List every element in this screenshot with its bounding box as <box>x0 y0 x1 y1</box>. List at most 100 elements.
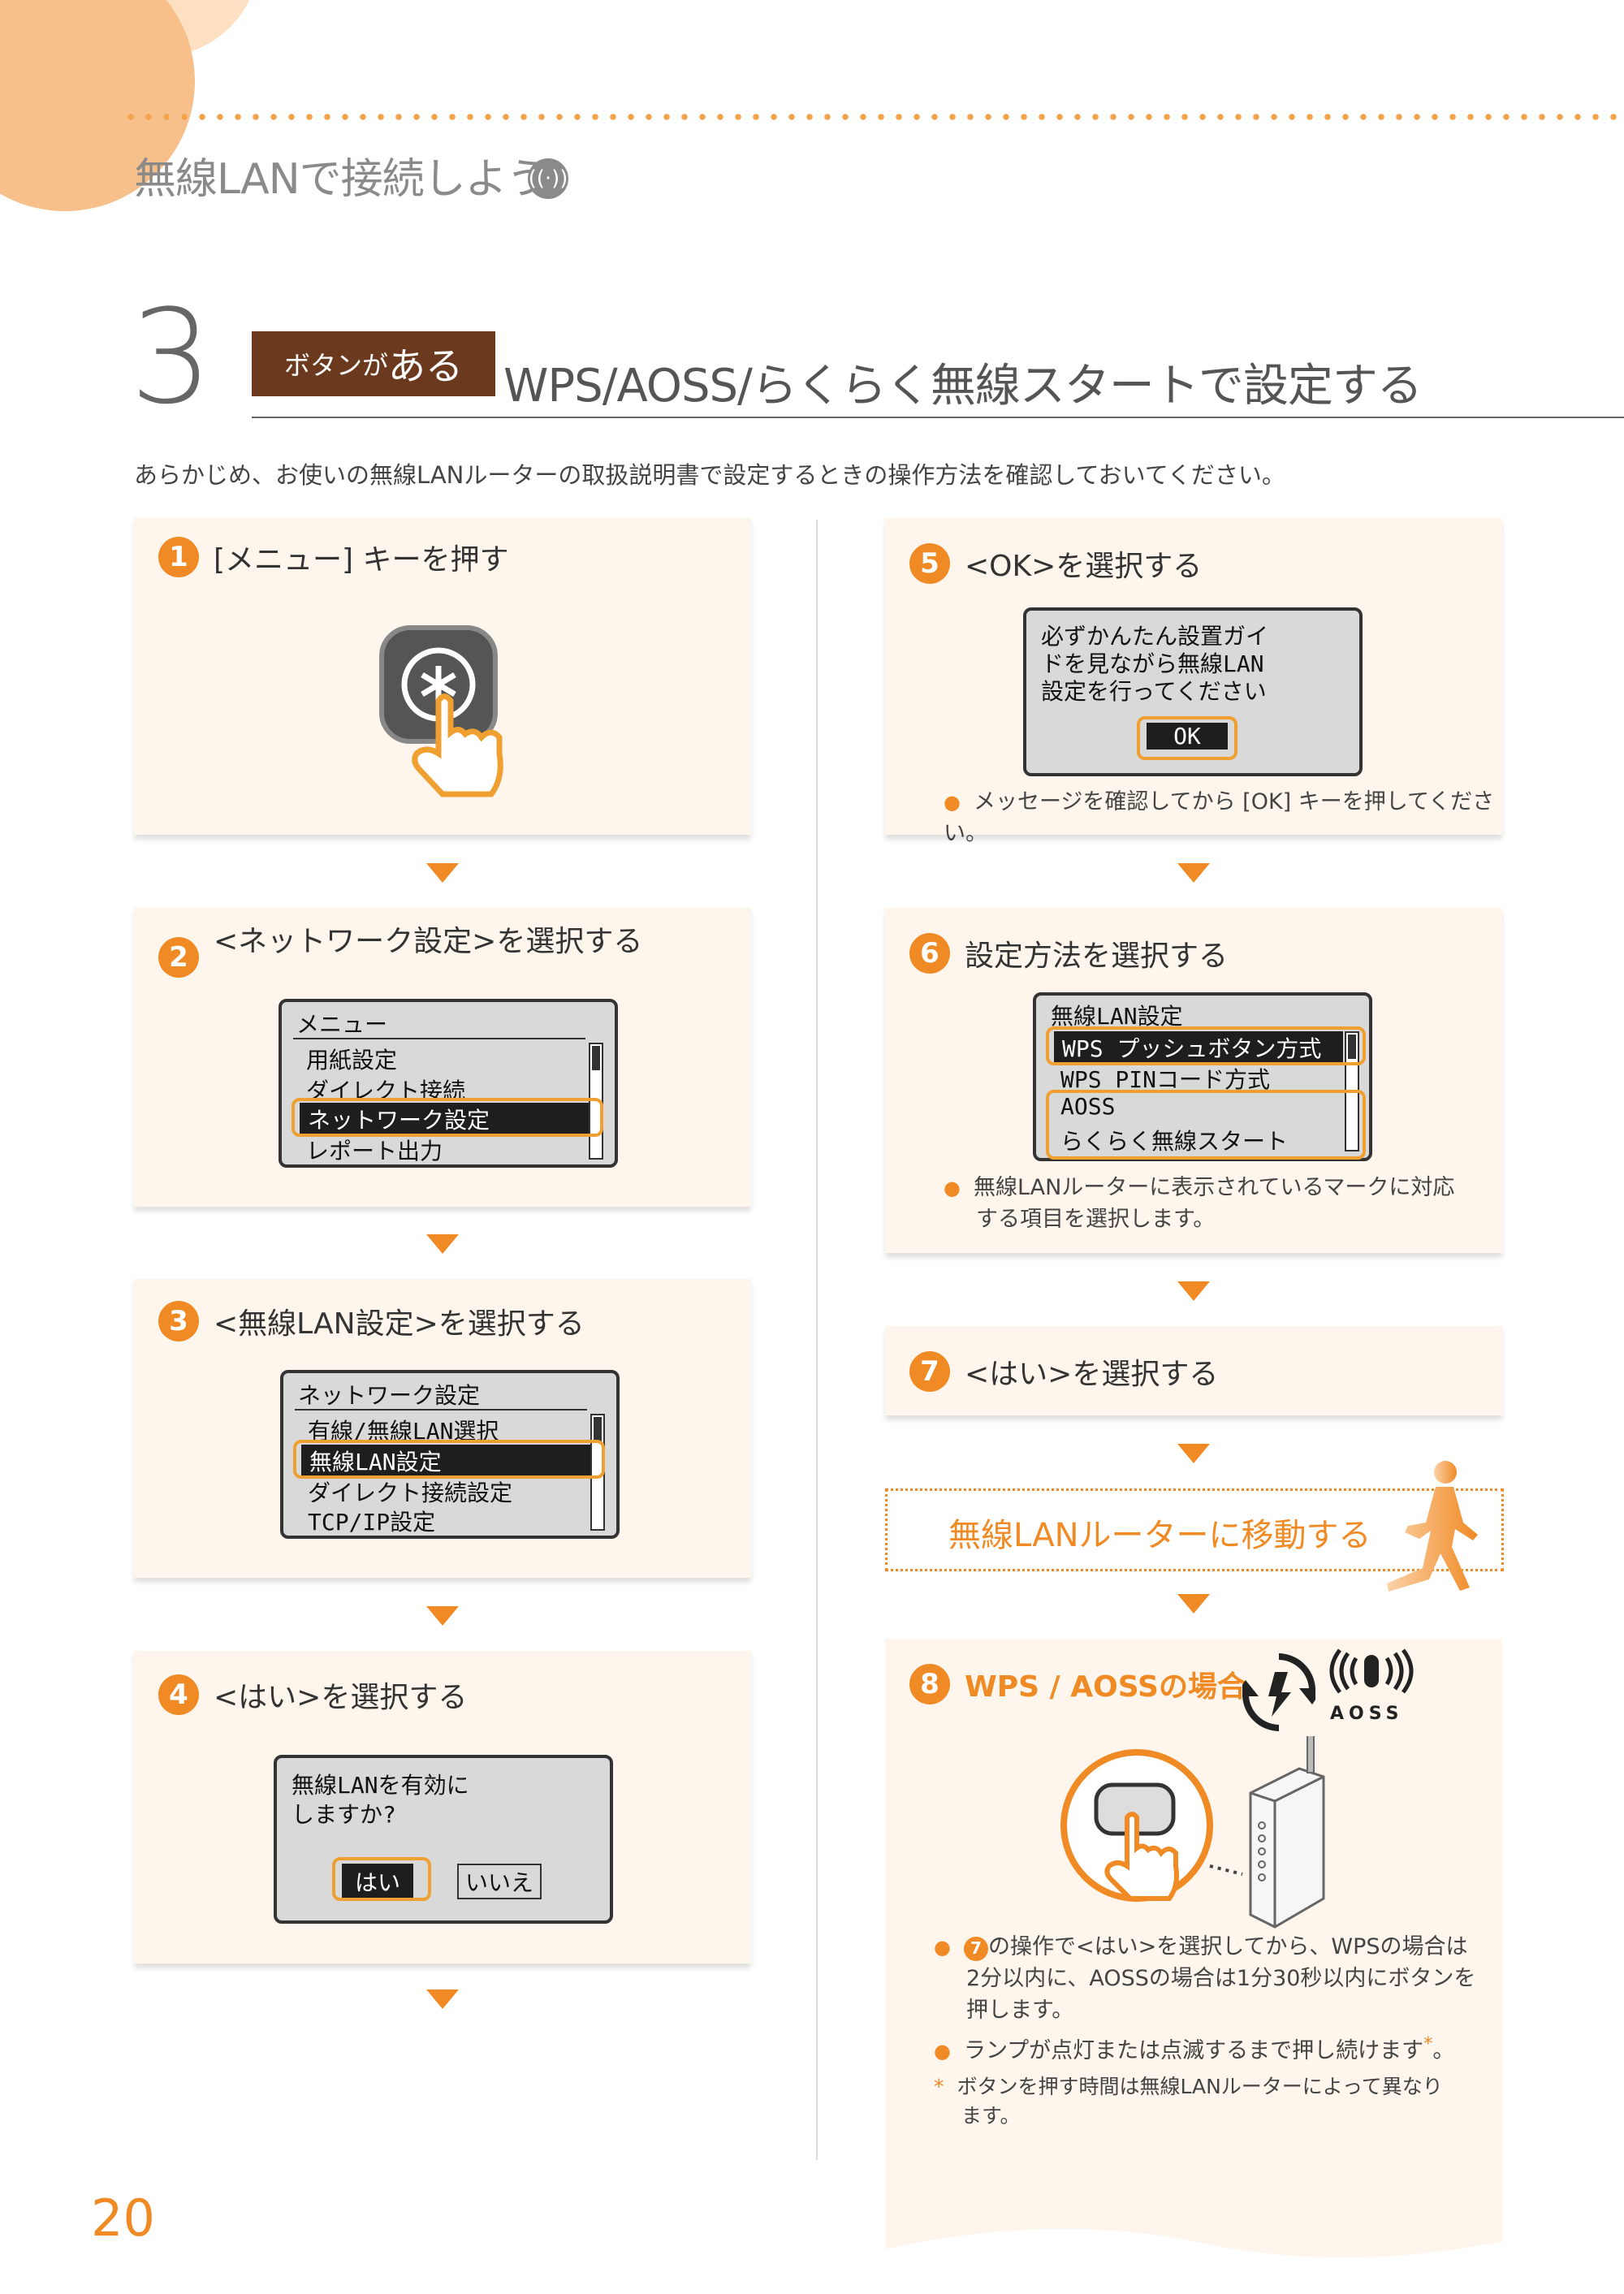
heading-rule <box>252 417 1624 418</box>
lcd-header: ネットワーク設定 <box>298 1382 481 1409</box>
footnote-text: ます。 <box>961 2103 1021 2128</box>
bullet-icon: ● <box>934 2040 951 2063</box>
dotted-divider <box>122 114 1624 120</box>
step-number-badge: 2 <box>158 937 199 978</box>
lcd-no-option: いいえ <box>457 1864 542 1899</box>
lcd-row-selected: ネットワーク設定 <box>300 1103 589 1135</box>
step-number-badge: 7 <box>909 1351 950 1392</box>
note-text: の操作で<はい>を選択してから、WPSの場合は <box>987 1934 1468 1959</box>
note-text: 無線LANルーターに表示されているマークに対応 <box>973 1175 1455 1200</box>
aoss-signal-icon <box>1329 1648 1414 1694</box>
step-title-text: 設定方法を選択する <box>965 940 1229 973</box>
selection-highlight <box>1046 1026 1366 1065</box>
lcd-text: 設定を行ってください <box>1041 678 1267 705</box>
flow-arrow <box>1177 1281 1210 1301</box>
note-text: 2分以内に、AOSSの場合は1分30秒以内にボタンを <box>966 1966 1476 1992</box>
bullet-icon: ● <box>944 1177 961 1199</box>
step-5-title: 5 <OK>を選択する <box>909 542 1202 585</box>
lcd-yes-option: はい <box>342 1864 414 1899</box>
step-2-title: 2 <ネットワーク設定>を選択する <box>158 918 642 978</box>
lcd-ok-option: OK <box>1147 723 1228 750</box>
lcd-header: 無線LAN設定 <box>1051 1003 1183 1030</box>
step-5-note: ●メッセージを確認してから [OK] キーを押してください。 <box>944 786 1502 849</box>
flow-arrow <box>1177 863 1210 883</box>
torn-paper-edge <box>885 2217 1502 2257</box>
step-3-card: 3 <無線LAN設定>を選択する ネットワーク設定 有線/無線LAN選択 無線L… <box>134 1279 751 1578</box>
lcd-header: メニュー <box>296 1011 388 1038</box>
step-title-text: <無線LAN設定>を選択する <box>214 1307 585 1341</box>
wps-logo-icon <box>1242 1653 1315 1731</box>
step-number-badge: 8 <box>909 1664 950 1704</box>
walking-person-icon <box>1387 1461 1478 1592</box>
step-6-card: 6 設定方法を選択する 無線LAN設定 WPS プッシュボタン方式 WPS PI… <box>885 908 1502 1253</box>
lcd-row: 用紙設定 <box>306 1047 398 1074</box>
step-number: 3 <box>130 281 213 433</box>
router-button-press-illustration <box>1060 1736 1325 1929</box>
aoss-logo-text: AOSS <box>1330 1704 1404 1724</box>
note-text: メッセージを確認してから [OK] キーを押してください。 <box>944 789 1495 847</box>
flow-arrow <box>426 1606 459 1626</box>
tag-big-text: ある <box>388 344 463 388</box>
lcd-row: AOSS <box>1060 1093 1116 1120</box>
section-title: 無線LANで接続しよう <box>134 155 549 204</box>
flow-arrow <box>1177 1444 1210 1463</box>
step-title-text: <OK>を選択する <box>965 550 1203 583</box>
step-title-text: <はい>を選択する <box>965 1358 1219 1391</box>
lcd-row: TCP/IP設定 <box>308 1509 436 1536</box>
lcd-header-rule <box>293 1038 585 1039</box>
lcd-screen: 必ずかんたん設置ガイ ドを見ながら無線LAN 設定を行ってください OK <box>1023 607 1363 776</box>
step-number-badge: 1 <box>158 537 199 577</box>
step-number-badge: 4 <box>158 1674 199 1715</box>
move-to-router-box: 無線LANルーターに移動する <box>885 1488 1504 1571</box>
step-ref-badge: 7 <box>963 1936 988 1961</box>
step-title-text: [メニュー] キーを押す <box>214 543 509 577</box>
step-number-badge: 6 <box>909 933 950 974</box>
selection-highlight <box>293 1440 605 1479</box>
step-3-title: 3 <無線LAN設定>を選択する <box>158 1300 585 1342</box>
flow-arrow <box>1177 1594 1210 1614</box>
note-text: 押します。 <box>966 1998 1074 2024</box>
lcd-row: WPS PINコード方式 <box>1060 1066 1271 1093</box>
selection-highlight <box>292 1098 603 1137</box>
step-4-card: 4 <はい>を選択する 無線LANを有効に しますか? はい いいえ <box>134 1651 751 1964</box>
lcd-row: ダイレクト接続設定 <box>308 1480 513 1506</box>
step-title-text: <ネットワーク設定>を選択する <box>214 925 643 958</box>
footnote-text: ボタンを押す時間は無線LANルーターによって異なり <box>957 2074 1443 2098</box>
note-text: ランプが点灯または点滅するまで押し続けます <box>963 2038 1424 2064</box>
lcd-text: 無線LANを有効に <box>292 1772 469 1799</box>
lcd-text: しますか? <box>292 1801 396 1828</box>
lcd-text: 必ずかんたん設置ガイ <box>1041 623 1269 650</box>
step-1-card: 1 [メニュー] キーを押す <box>134 518 751 835</box>
step-7-title: 7 <はい>を選択する <box>909 1350 1218 1393</box>
step-6-title: 6 設定方法を選択する <box>909 932 1228 974</box>
step-number-badge: 5 <box>909 543 950 584</box>
selection-highlight <box>1137 716 1237 760</box>
wifi-icon: ((·)) <box>528 158 568 199</box>
move-to-router-text: 無線LANルーターに移動する <box>948 1517 1371 1554</box>
lcd-row: レポート出力 <box>306 1138 443 1164</box>
tag-small-text: ボタンが <box>283 350 388 381</box>
intro-text: あらかじめ、お使いの無線LANルーターの取扱説明書で設定するときの操作方法を確認… <box>134 461 1285 489</box>
asterisk-mark: * <box>1423 2033 1433 2055</box>
bullet-icon: ● <box>944 791 961 814</box>
footnote-asterisk: * <box>934 2074 944 2098</box>
bullet-icon: ● <box>934 1936 951 1959</box>
step-8-title: 8 WPS / AOSSの場合 <box>909 1663 1246 1705</box>
step-number-badge: 3 <box>158 1301 199 1341</box>
lcd-row: らくらく無線スタート <box>1060 1128 1289 1155</box>
page-title: WPS/AOSS/らくらく無線スタートで設定する <box>503 360 1423 413</box>
flow-arrow <box>426 863 459 883</box>
lcd-screen: ネットワーク設定 有線/無線LAN選択 無線LAN設定 ダイレクト接続設定 TC… <box>280 1370 620 1539</box>
step-title-text: WPS / AOSSの場合 <box>965 1670 1246 1704</box>
lcd-screen: メニュー 用紙設定 ダイレクト接続 ネットワーク設定 レポート出力 <box>279 999 618 1168</box>
note-text: する項目を選択します。 <box>976 1207 1216 1233</box>
lcd-screen: 無線LANを有効に しますか? はい いいえ <box>274 1755 613 1924</box>
lcd-header-rule <box>295 1409 587 1411</box>
flow-arrow <box>426 1989 459 2009</box>
flow-arrow <box>426 1234 459 1254</box>
lcd-text: ドを見ながら無線LAN <box>1041 650 1264 677</box>
selection-highlight <box>1046 1090 1366 1160</box>
menu-key-press-icon <box>379 625 503 797</box>
